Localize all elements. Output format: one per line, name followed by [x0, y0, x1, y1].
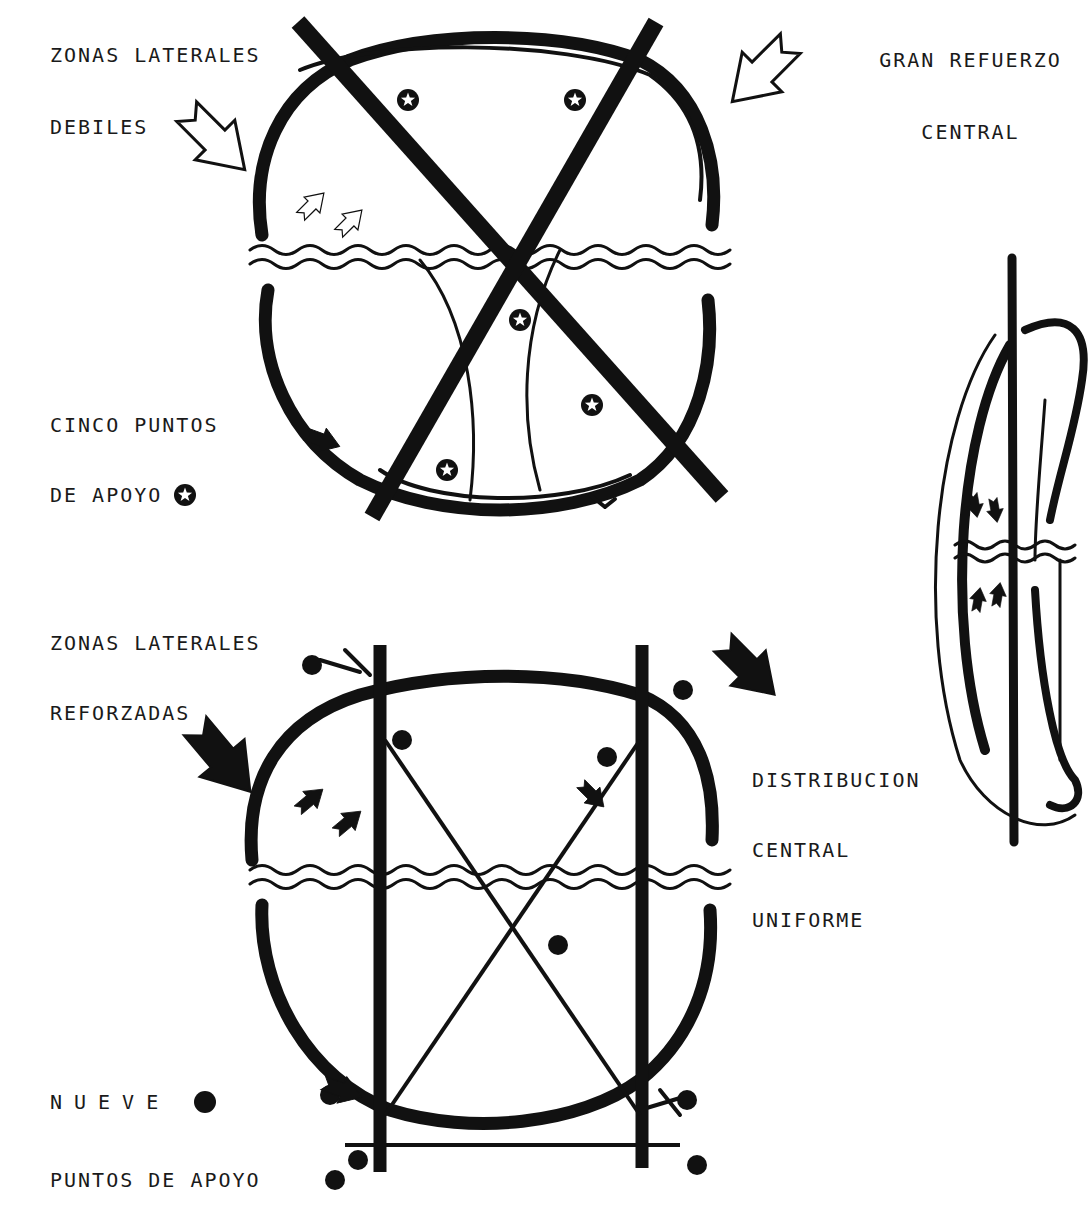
- side-bone: [935, 258, 1083, 842]
- bottom-bone: [250, 650, 730, 1123]
- frame-bars: [345, 645, 680, 1172]
- annotation-label: NUEVE: [50, 1086, 170, 1118]
- annotation-label: ZONAS LATERALES REFORZADAS: [50, 608, 290, 748]
- annotation-label: GRAN REFUERZO CENTRAL: [868, 24, 1073, 168]
- annotation-label: ZONAS LATERALES DEBILES: [50, 19, 290, 163]
- support-dots: [194, 655, 707, 1190]
- top-bone: [250, 38, 730, 511]
- annotation-label: DISTRIBUCION CENTRAL UNIFORME: [752, 745, 927, 955]
- side-arrows: [965, 492, 1009, 614]
- annotation-label: CINCO PUNTOS DE APOYO: [50, 390, 245, 530]
- annotation-label: PUNTOS DE APOYO: [50, 1164, 261, 1196]
- force-arrows-solid: [172, 625, 792, 1111]
- cross-bars: [298, 22, 722, 517]
- force-arrows: [167, 24, 810, 458]
